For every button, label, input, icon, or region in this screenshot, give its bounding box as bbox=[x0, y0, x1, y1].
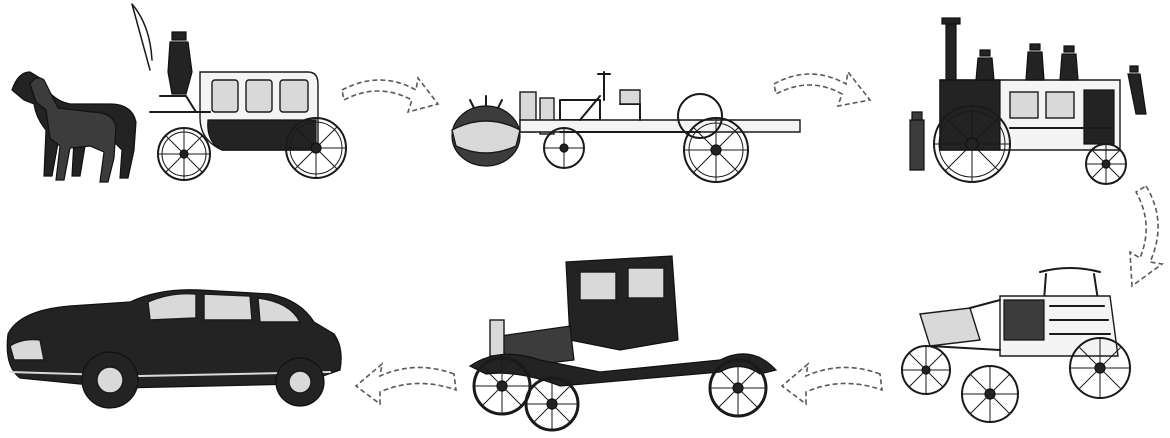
wheel-icon bbox=[1085, 143, 1127, 185]
wheel-icon bbox=[524, 376, 580, 432]
arrow-left-icon bbox=[780, 361, 883, 406]
wheel-icon bbox=[275, 357, 325, 407]
wheel-icon bbox=[933, 105, 1011, 183]
vintage-sedan-icon bbox=[6, 289, 342, 409]
wheel-icon bbox=[472, 356, 532, 416]
wheel-icon bbox=[543, 127, 585, 169]
wheel-icon bbox=[961, 365, 1019, 423]
horse-drawn-carriage-icon bbox=[11, 3, 347, 183]
horse-icon bbox=[11, 71, 137, 183]
model-t-coupe-icon bbox=[468, 255, 778, 432]
early-motorwagen-icon bbox=[901, 267, 1131, 423]
arrow-right-icon bbox=[773, 70, 872, 108]
wheel-icon bbox=[901, 345, 951, 395]
passenger-icon bbox=[975, 43, 1147, 115]
steam-tractor-icon bbox=[451, 71, 801, 183]
wheel-icon bbox=[1069, 337, 1131, 399]
arrow-right-icon bbox=[341, 76, 440, 114]
wheel-icon bbox=[708, 358, 768, 418]
wheel-icon bbox=[81, 351, 139, 409]
wheel-icon bbox=[157, 127, 211, 181]
steam-carriage-icon bbox=[909, 17, 1147, 185]
arrow-down-icon bbox=[1129, 184, 1165, 288]
wheel-icon bbox=[285, 117, 347, 179]
wheel-icon bbox=[677, 93, 749, 183]
arrow-left-icon bbox=[354, 361, 457, 406]
